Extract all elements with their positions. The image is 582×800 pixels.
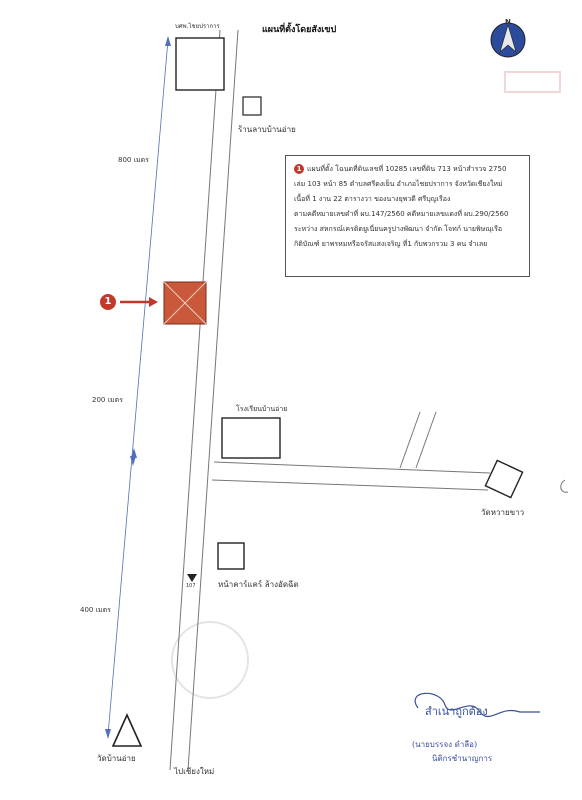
label-temple-bottom: วัดบ้านอ่าย (97, 754, 136, 763)
school-box (221, 417, 281, 459)
label-shop-top: ร้านลาบบ้านอ่าย (238, 125, 296, 134)
signature-scribble (414, 692, 540, 718)
info-number-badge: 1 (294, 164, 304, 174)
signature-name: (นายบรรจง ดำลือ) (412, 740, 478, 749)
branch-road-edge-2 (415, 411, 437, 469)
compass-icon (490, 22, 526, 58)
distance-arrow-mid-down (130, 456, 136, 466)
main-road-right-edge (187, 29, 239, 771)
info-line-2: เล่ม 103 หน้า 85 ตำบลศรีดงเย็น อำเภอไชยป… (294, 180, 503, 188)
label-school: โรงเรียนบ้านอ่าย (236, 405, 288, 413)
label-car-shop: หน้าคาร์แคร์ ล้างอัดฉีด (218, 580, 299, 589)
signature-certified: สำเนาถูกต้อง (425, 705, 488, 718)
side-road-upper-edge (213, 461, 491, 474)
distance-arrow-bottom (105, 729, 111, 739)
label-dist-200: 200 เมตร (92, 396, 123, 404)
faint-stamp (504, 71, 561, 93)
distance-arrow-mid-up (131, 448, 137, 458)
info-line-3: เนื้อที่ 1 งาน 22 ตารางวา ของนางยุพวดี ศ… (294, 195, 451, 203)
signature-position: นิติกรชำนาญการ (432, 754, 493, 763)
property-marker-icon (163, 281, 207, 325)
label-top-road: บศพ.ไชยปราการ (175, 23, 220, 30)
car-shop-box (217, 542, 245, 570)
shop-top-box (242, 96, 262, 116)
distance-line (107, 39, 169, 736)
distance-arrow-top (165, 36, 171, 46)
edge-mark (560, 479, 569, 493)
marker-arrow-head (149, 297, 158, 307)
compass-label: N (505, 18, 511, 26)
info-line-4: ตามคดีหมายเลขดำที่ ผบ.147/2560 คดีหมายเล… (294, 210, 509, 218)
temple-right-box (484, 459, 524, 499)
label-road-number: 107 (186, 583, 196, 589)
road-shield-icon (187, 574, 197, 582)
branch-road-edge-1 (399, 411, 421, 469)
map-title: แผนที่ตั้งโดยสังเขป (262, 25, 337, 35)
property-marker-number: 1 (100, 294, 116, 310)
building-top-left (175, 37, 225, 91)
label-temple-right: วัดหวายขาว (481, 508, 525, 517)
info-line-6: กิติบัณฑ์ ยาพรหมหรือจรัสแสงเจริญ ที่1 กั… (294, 240, 488, 248)
side-road-lower-edge (211, 479, 489, 491)
label-dist-400: 400 เมตร (80, 606, 111, 614)
label-dist-800: 800 เมตร (118, 156, 149, 164)
temple-bottom-icon (111, 713, 143, 747)
label-to-city: ไปเชียงใหม่ (174, 767, 215, 776)
info-line-5: ระหว่าง สหกรณ์เครดิตยูเนี่ยนครูปางพัฒนา … (294, 225, 503, 233)
main-road-left-edge (169, 29, 221, 771)
faint-seal (171, 621, 249, 699)
